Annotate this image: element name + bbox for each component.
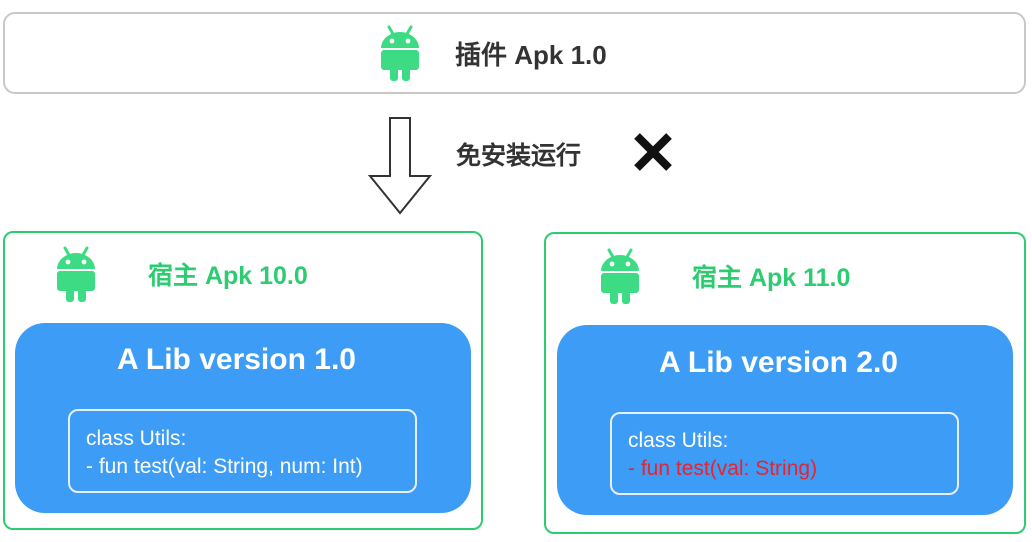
install-free-run-label: 免安装运行: [456, 142, 582, 170]
lib-card: [557, 325, 1013, 515]
cross-icon: [634, 133, 672, 171]
android-icon: [381, 25, 419, 81]
method-signature: - fun test(val: String, num: Int): [86, 455, 363, 478]
android-icon: [57, 246, 95, 302]
android-icon: [601, 248, 639, 304]
class-declaration: class Utils:: [86, 427, 187, 450]
lib-version-title: A Lib version 1.0: [117, 343, 356, 376]
plugin-apk-title: 插件 Apk 1.0: [455, 40, 607, 70]
plugin-apk-box: [3, 12, 1026, 94]
down-arrow-icon: [368, 117, 432, 215]
host-apk-title: 宿主 Apk 10.0: [148, 262, 308, 290]
code-box: [68, 409, 417, 493]
class-declaration: class Utils:: [628, 429, 729, 452]
lib-card: [15, 323, 471, 513]
code-box: [610, 412, 959, 495]
host-apk-title: 宿主 Apk 11.0: [692, 264, 851, 292]
lib-version-title: A Lib version 2.0: [659, 346, 898, 379]
method-signature-changed: - fun test(val: String): [628, 457, 818, 480]
